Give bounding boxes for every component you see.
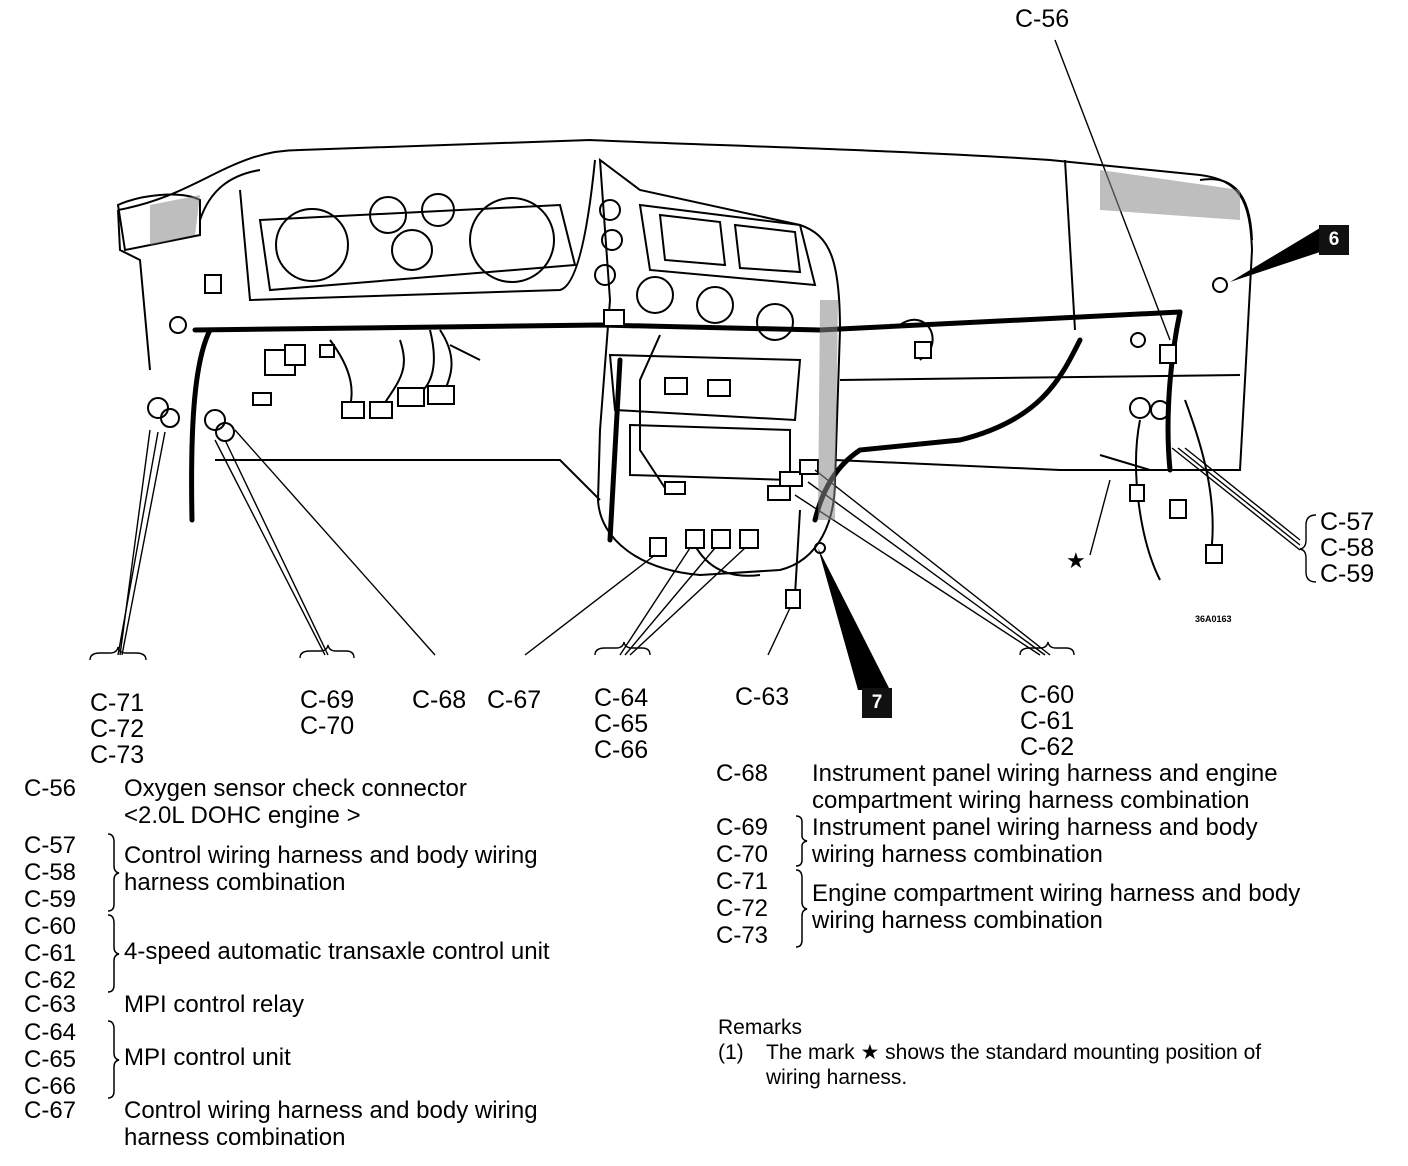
remarks-item-text-2: wiring harness. bbox=[766, 1066, 908, 1089]
legend-row-c63: C-63 MPI control relay bbox=[24, 991, 305, 1018]
legend-row-c56: C-56 Oxygen sensor check connector<2.0L … bbox=[24, 775, 467, 829]
instrument-panel-diagram bbox=[89, 39, 1320, 690]
main-harness bbox=[192, 309, 1183, 333]
star-mark-icon: ★ bbox=[1066, 548, 1086, 573]
brace-icon bbox=[107, 833, 120, 912]
brace-icon bbox=[795, 869, 808, 948]
callout-c69-c70: C-69 C-70 bbox=[300, 686, 355, 740]
remarks-item-text-1: The mark ★ shows the standard mounting p… bbox=[766, 1041, 1262, 1064]
dashboard-outline bbox=[117, 138, 1254, 471]
image-code: 36A0163 bbox=[1195, 614, 1232, 624]
brace-icon bbox=[795, 815, 808, 867]
callout-c60-c62: C-60 C-61 C-62 bbox=[1020, 681, 1075, 761]
callout-c67: C-67 bbox=[487, 686, 542, 714]
brace-icon bbox=[107, 1020, 120, 1099]
marker-7-pointer bbox=[818, 548, 890, 690]
callout-c56: C-56 bbox=[1015, 5, 1070, 33]
legend-row-c67: C-67 Control wiring harness and body wir… bbox=[24, 1097, 538, 1151]
marker-6: 6 bbox=[1319, 225, 1349, 255]
remarks: Remarks (1) The mark ★ shows the standar… bbox=[718, 1015, 1378, 1090]
marker-7: 7 bbox=[862, 688, 892, 718]
remarks-item-number: (1) bbox=[718, 1041, 744, 1064]
callout-c71-c73: C-71 C-72 C-73 bbox=[90, 689, 145, 769]
legend-row-c68: C-68 Instrument panel wiring harness and… bbox=[716, 760, 1278, 814]
brace-icon bbox=[107, 914, 120, 993]
callout-c57-c59: C-57 C-58 C-59 bbox=[1320, 508, 1375, 588]
marker-6-pointer bbox=[1230, 228, 1320, 282]
remarks-title: Remarks bbox=[718, 1016, 803, 1039]
callout-c63: C-63 bbox=[735, 683, 790, 711]
callout-c64-c66: C-64 C-65 C-66 bbox=[594, 684, 649, 764]
callout-c68: C-68 bbox=[412, 686, 467, 714]
